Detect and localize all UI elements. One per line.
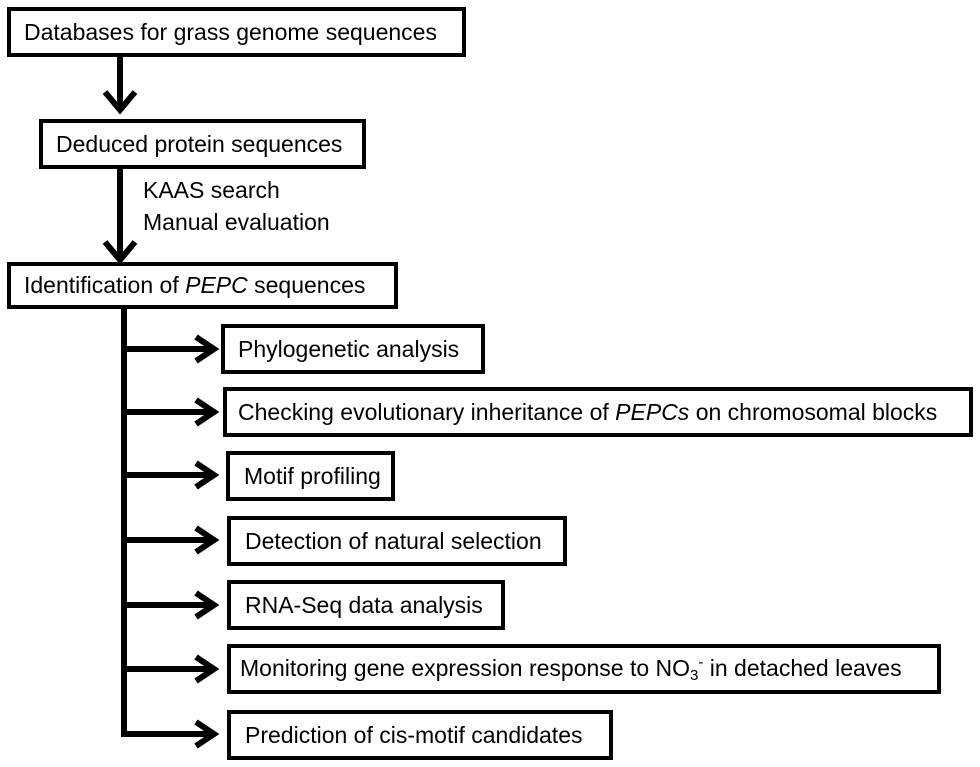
no3-response-box: Monitoring gene expression response to N… (227, 644, 941, 694)
rna-seq-label: RNA-Seq data analysis (245, 591, 483, 618)
natural-selection-box: Detection of natural selection (227, 516, 567, 566)
identification-box: Identification of PEPC sequences (7, 262, 398, 309)
manual-evaluation-annotation: Manual evaluation (143, 209, 330, 235)
databases-box: Databases for grass genome sequences (7, 7, 466, 57)
natural-selection-label: Detection of natural selection (245, 527, 542, 554)
kaas-search-annotation: KAAS search (143, 177, 280, 203)
phylogenetic-analysis-label: Phylogenetic analysis (238, 335, 460, 362)
deduced-protein-label: Deduced protein sequences (56, 130, 343, 157)
motif-profiling-box: Motif profiling (226, 451, 395, 501)
identification-label: Identification of PEPC sequences (24, 272, 366, 298)
rna-seq-box: RNA-Seq data analysis (227, 580, 505, 630)
evolutionary-inheritance-box: Checking evolutionary inheritance of PEP… (223, 387, 973, 437)
phylogenetic-analysis-box: Phylogenetic analysis (221, 324, 485, 374)
cis-motif-label: Prediction of cis-motif candidates (245, 721, 583, 748)
no3-response-label: Monitoring gene expression response to N… (240, 654, 902, 684)
databases-label: Databases for grass genome sequences (24, 18, 437, 45)
cis-motif-box: Prediction of cis-motif candidates (227, 710, 613, 760)
deduced-protein-box: Deduced protein sequences (39, 119, 366, 169)
evolutionary-inheritance-label: Checking evolutionary inheritance of PEP… (238, 398, 938, 425)
motif-profiling-label: Motif profiling (244, 462, 381, 489)
